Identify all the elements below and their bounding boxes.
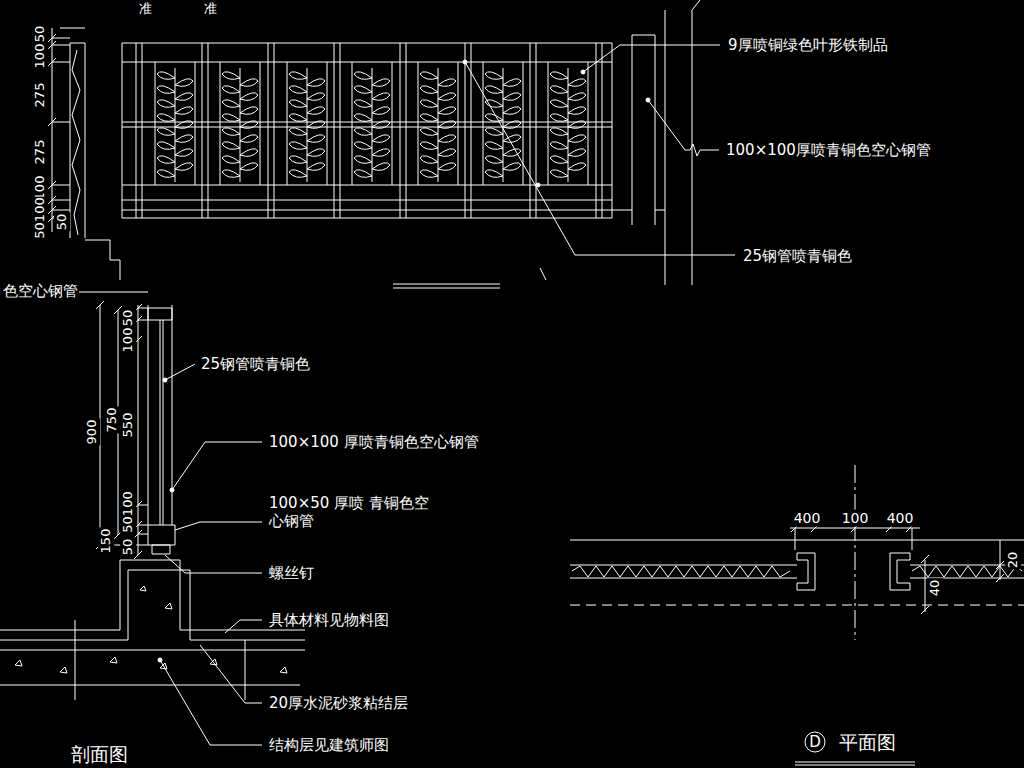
dimension-text: 900 [84,419,100,446]
leaf-ornament [550,68,586,182]
dimension-text: 100 [120,327,136,354]
leaf-ornament [485,68,521,182]
callout-label: 色空心钢管 [2,282,79,300]
dimension-text: 275 [32,139,48,166]
misc-line [393,268,546,288]
steel-pipes [136,43,602,218]
base-tube [148,525,175,545]
leader-dot [581,70,585,74]
dashed-line [570,605,1024,606]
leader-dot [170,488,174,492]
partial-note: 准 [204,2,217,16]
view-symbol-circle [805,732,825,752]
leader-line [165,364,195,380]
view-title: 剖面图 [70,743,129,766]
post-section [148,305,172,525]
dimension-text: 40 [927,579,943,598]
callout-label: 25钢管喷青铜色 [742,247,853,265]
hatch-mark [572,566,1022,577]
callout-label: 具体材料见物料图 [268,611,390,629]
callout-label: 20厚水泥砂浆粘结层 [268,694,409,712]
post-cap [148,308,172,320]
leaf-ornament [354,68,390,182]
callout-label: 100×100厚喷青铜色空心钢管 [725,141,932,159]
callout-label: 25钢管喷青铜色 [200,355,311,373]
leader-dot [536,183,540,187]
structure-layer [0,620,305,700]
right-posts [612,0,700,285]
view-title: 平面图 [838,731,897,754]
title-underline [795,762,915,765]
paving-layer [0,560,305,640]
callout-label: 100×50 厚喷 青铜色空心钢管 [268,494,440,530]
dimension-text: 50 [120,538,136,557]
leader-line [172,442,262,490]
dimension-line [790,524,1004,614]
dimension-text: 400 [886,510,915,527]
callout-label: 9厚喷铜绿色叶形铁制品 [727,36,889,54]
dimension-text: 750 [104,407,120,434]
hatch-mark [15,586,287,673]
elevation-view [48,0,735,288]
dimension-text: 50100 [32,196,48,239]
leader-dot [158,658,162,662]
leaf-ornament [289,68,325,182]
screw [152,545,170,554]
dimension-text: 50 [120,309,136,328]
view-symbol: D [808,733,822,751]
dimension-text: 20 [1005,551,1021,570]
dimension-text: 275 [32,82,48,109]
dimension-text: 50100 [120,490,136,533]
leader-line [648,100,719,156]
callout-label: 100×100 厚喷青铜色空心钢管 [268,433,480,451]
dimension-text: 100 [841,510,870,527]
dimension-text: 150 [98,528,114,555]
leader-line [465,62,735,255]
leader-line [225,620,262,633]
left-post [60,28,120,280]
plan-view [570,465,1024,765]
leader-line [583,45,720,72]
callout-label: 结构层见建筑师图 [268,736,390,754]
dimension-text: 50 [32,25,48,44]
leader-dot [463,60,467,64]
dimension-line [96,301,148,559]
leader-line [200,645,262,703]
leaf-ornament [420,68,456,182]
leaf-ornament [222,68,258,182]
dimension-text: 50 [54,213,70,232]
center-line [855,465,856,640]
partial-note: 准 [139,2,152,16]
dimension-text: 400 [793,510,822,527]
leader-line [175,522,262,530]
callout-label: 螺丝钉 [268,564,315,582]
leader-dot [163,378,167,382]
dimension-text: 550 [120,412,136,439]
leader-line [160,660,262,745]
post-plan [797,553,910,590]
leader-dot [646,98,650,102]
leader-line [165,555,262,573]
dimension-text: 100 [32,43,48,70]
dimension-line [48,28,70,232]
leaf-panel-frames [155,62,588,185]
leaf-ornament [157,68,193,182]
